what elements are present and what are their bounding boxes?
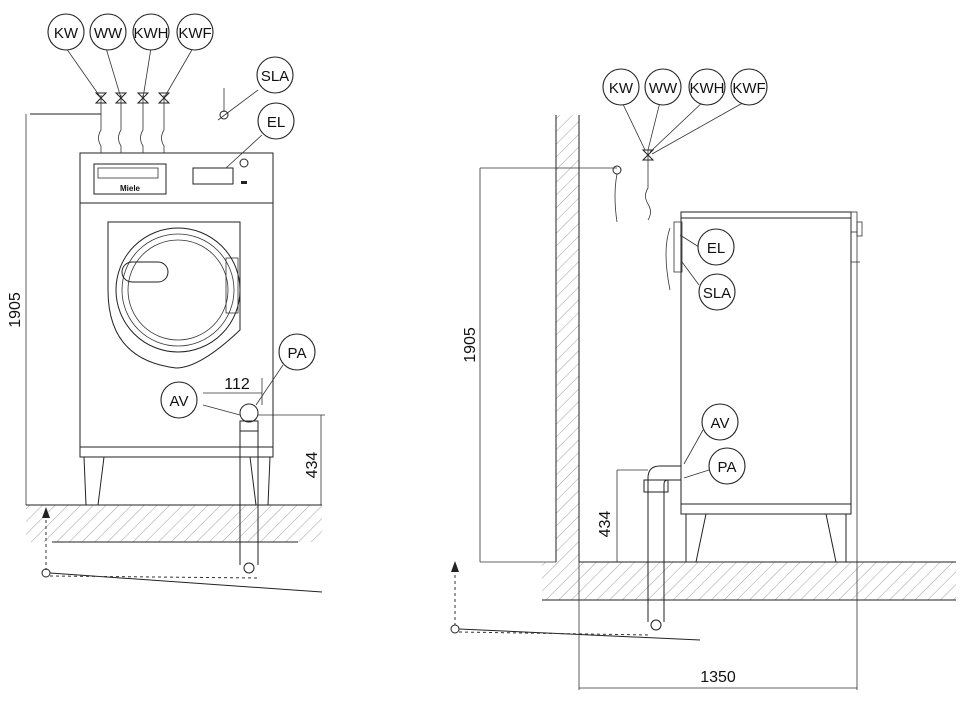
power-knob	[239, 158, 249, 168]
side-valve	[641, 149, 655, 161]
bubble-ww-side	[644, 68, 682, 106]
electrical-outlet-icon	[219, 110, 229, 120]
door-handle	[121, 261, 169, 283]
bubble-kwf	[176, 13, 214, 51]
dim-total-height: 1905	[7, 292, 24, 328]
dim-drain-height: 434	[304, 452, 321, 479]
dim-drain-height-side: 434	[597, 511, 614, 538]
bubble-pa-side	[708, 447, 746, 485]
electrical-outlet-icon-side	[612, 165, 622, 175]
side-view: KW WW KWH KWF EL SLA AV PA 1905 434	[450, 68, 956, 690]
wall-hatch	[556, 115, 579, 562]
floor-hatch-side	[542, 562, 956, 600]
label-kwh: KWH	[134, 25, 169, 42]
label-ww: WW	[94, 25, 123, 42]
bubble-kwh-side	[688, 68, 726, 106]
door-frame	[107, 221, 241, 369]
bubble-av-side	[701, 403, 739, 441]
level-point-icon	[41, 568, 51, 578]
arrow-up-icon	[42, 507, 50, 518]
bubble-sla	[256, 56, 294, 94]
bubble-el	[257, 102, 295, 140]
bubble-el-side	[697, 228, 735, 266]
dim-total-height-side: 1905	[462, 327, 479, 363]
display	[192, 167, 234, 185]
label-pa-side: PA	[718, 459, 737, 476]
level-point-icon-side	[450, 624, 460, 634]
bubble-ww	[89, 13, 127, 51]
label-kwh-side: KWH	[690, 80, 725, 97]
label-av: AV	[170, 393, 189, 410]
bubble-sla-side	[698, 273, 736, 311]
arrow-up-icon-side	[451, 561, 459, 572]
label-pa: PA	[288, 345, 307, 362]
dim-depth: 1350	[700, 669, 736, 686]
label-sla-side: SLA	[703, 285, 731, 302]
floor-hatch	[26, 505, 322, 542]
label-el-side: EL	[707, 240, 725, 257]
bubble-pa	[278, 333, 316, 371]
bubble-av	[160, 381, 198, 419]
brand-label: Miele	[120, 184, 141, 193]
control-panel	[93, 163, 167, 195]
dim-drain-offset: 112	[224, 376, 250, 393]
label-ww-side: WW	[649, 80, 678, 97]
label-kw: KW	[54, 25, 79, 42]
label-sla: SLA	[261, 68, 289, 85]
label-kw-side: KW	[609, 80, 634, 97]
drain-pipe	[202, 364, 284, 574]
label-el: EL	[267, 114, 285, 131]
bubble-kw-side	[602, 68, 640, 106]
front-view: Miele	[7, 13, 325, 593]
bubble-kwf-side	[730, 68, 768, 106]
label-av-side: AV	[711, 415, 730, 432]
label-kwf-side: KWF	[732, 80, 765, 97]
bubble-kwh	[132, 13, 170, 51]
label-kwf: KWF	[178, 25, 211, 42]
drain-pipe-side	[643, 429, 710, 631]
door	[115, 227, 241, 353]
bubble-kw	[47, 13, 85, 51]
supply-valves	[30, 92, 171, 153]
